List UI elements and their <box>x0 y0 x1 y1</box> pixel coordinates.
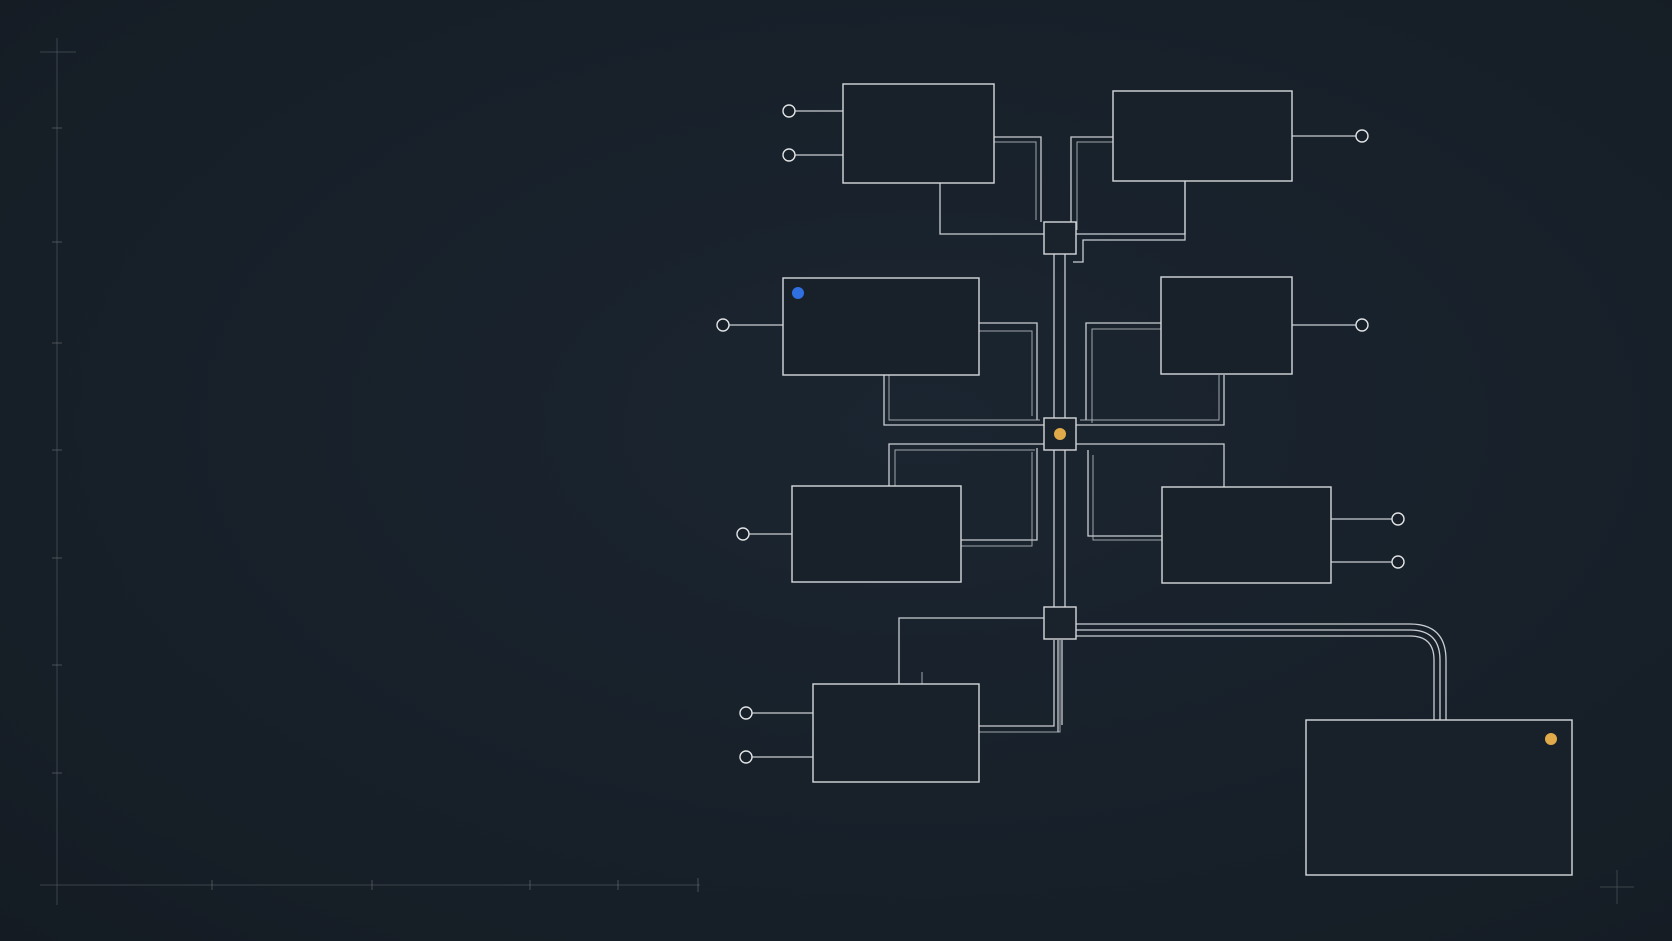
block-lower-right <box>1161 486 1332 584</box>
indicators <box>792 287 1557 745</box>
block-mid-left <box>782 277 980 376</box>
port-lower-right-2 <box>1391 555 1405 569</box>
port-stubs <box>729 110 1392 758</box>
port-bottom-left-2 <box>739 750 753 764</box>
block-top-left <box>842 83 995 184</box>
block-bottom-left <box>812 683 980 783</box>
port-top-left-2 <box>782 148 796 162</box>
block-top-right <box>1112 90 1293 182</box>
amber-status-dot-junction <box>1054 428 1066 440</box>
connectors-middle <box>883 322 1225 426</box>
port-lower-left <box>736 527 750 541</box>
block-lower-left <box>791 485 962 583</box>
ports <box>716 104 1405 764</box>
connectors-lower <box>888 443 1225 547</box>
connectors-top <box>939 136 1186 263</box>
port-top-right <box>1355 129 1369 143</box>
junction-bottom <box>1043 606 1077 640</box>
port-mid-right <box>1355 318 1369 332</box>
blocks <box>782 83 1573 876</box>
guide-rulers <box>40 38 700 905</box>
port-top-left-1 <box>782 104 796 118</box>
amber-status-dot-block <box>1545 733 1557 745</box>
connectors-bottom <box>898 617 1447 733</box>
block-mid-right <box>1160 276 1293 375</box>
blue-status-dot <box>792 287 804 299</box>
block-bottom-right-large <box>1305 719 1573 876</box>
port-mid-left <box>716 318 730 332</box>
junction-top <box>1043 221 1077 255</box>
corner-crosshair <box>1600 870 1634 904</box>
port-lower-right-1 <box>1391 512 1405 526</box>
port-bottom-left-1 <box>739 706 753 720</box>
